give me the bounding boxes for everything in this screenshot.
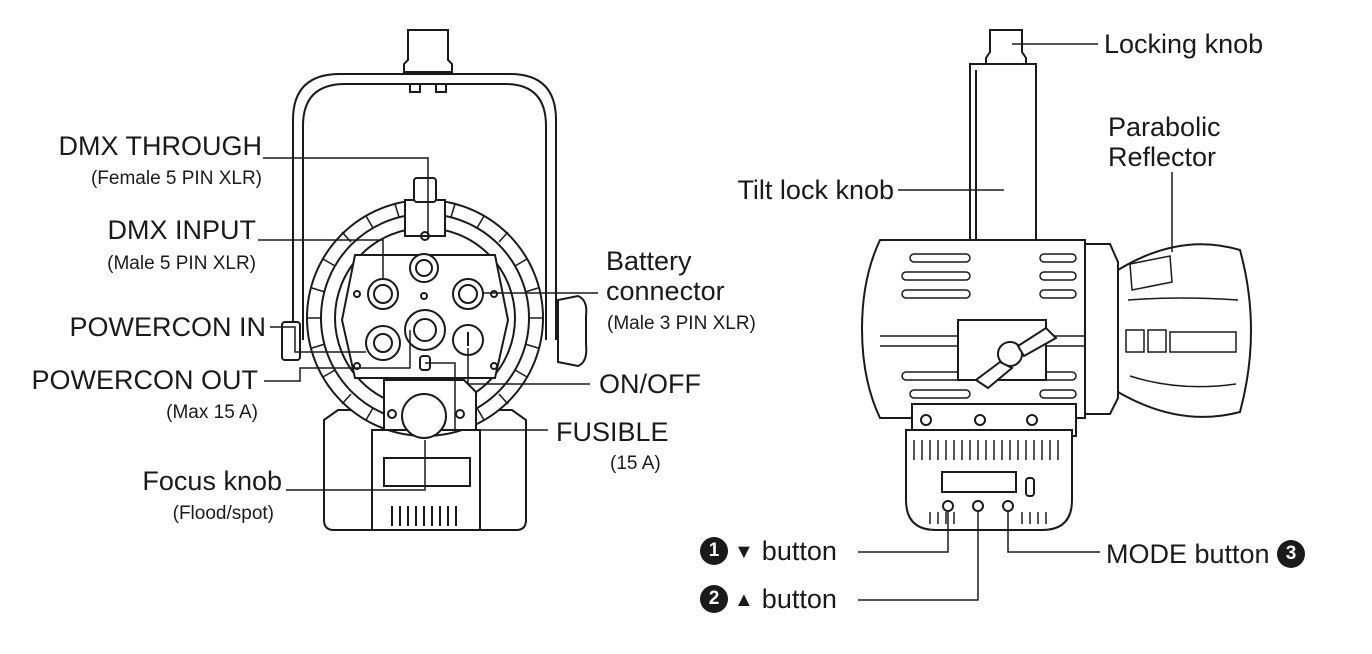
- down-button-label: 1 ▼ button: [700, 537, 837, 569]
- down-triangle-icon: ▼: [734, 541, 754, 563]
- mode-button-label: MODE button 3: [1106, 539, 1306, 570]
- front-callout-lines: [258, 157, 598, 491]
- focus-knob-label: Focus knob: [142, 466, 282, 496]
- dmx-through-sub-label: (Female 5 PIN XLR): [90, 168, 262, 189]
- fusible-sub-label: (15 A): [610, 453, 661, 474]
- number-2-badge: 2: [700, 584, 728, 613]
- side-view-fixture: [860, 29, 1252, 531]
- powercon-out-label: POWERCON OUT: [31, 365, 259, 395]
- parabolic-label-line2: Reflector: [1108, 142, 1217, 172]
- down-button-shape: [942, 500, 954, 512]
- powercon-in-label: POWERCON IN: [69, 312, 266, 342]
- up-button-text: button: [761, 584, 837, 614]
- side-callout-lines: [858, 43, 1173, 601]
- tilt-lock-knob-label: Tilt lock knob: [737, 175, 894, 205]
- mode-button-shape: [1002, 500, 1014, 512]
- dmx-input-label: DMX INPUT: [107, 215, 257, 245]
- battery-connector-label-line2: connector: [606, 276, 725, 306]
- dmx-input-sub-label: (Male 5 PIN XLR): [107, 253, 256, 274]
- parabolic-label-line1: Parabolic: [1108, 112, 1221, 142]
- on-off-label: ON/OFF: [599, 369, 701, 399]
- front-view-fixture: [281, 29, 588, 531]
- dmx-through-label: DMX THROUGH: [58, 131, 262, 161]
- locking-knob-label: Locking knob: [1104, 29, 1264, 59]
- mode-button-text: MODE button: [1106, 539, 1270, 569]
- battery-connector-label-line1: Battery: [606, 246, 692, 276]
- focus-knob-sub-label: (Flood/spot): [172, 503, 274, 524]
- fusible-label: FUSIBLE: [556, 417, 669, 447]
- up-button-shape: [972, 500, 984, 512]
- number-1-badge: 1: [700, 536, 728, 565]
- up-button-label: 2 ▲ button: [700, 585, 837, 617]
- up-triangle-icon: ▲: [734, 589, 754, 611]
- number-3-badge: 3: [1277, 539, 1306, 568]
- battery-connector-sub-label: (Male 3 PIN XLR): [607, 313, 756, 334]
- down-button-text: button: [761, 536, 837, 566]
- powercon-out-sub-label: (Max 15 A): [166, 402, 258, 423]
